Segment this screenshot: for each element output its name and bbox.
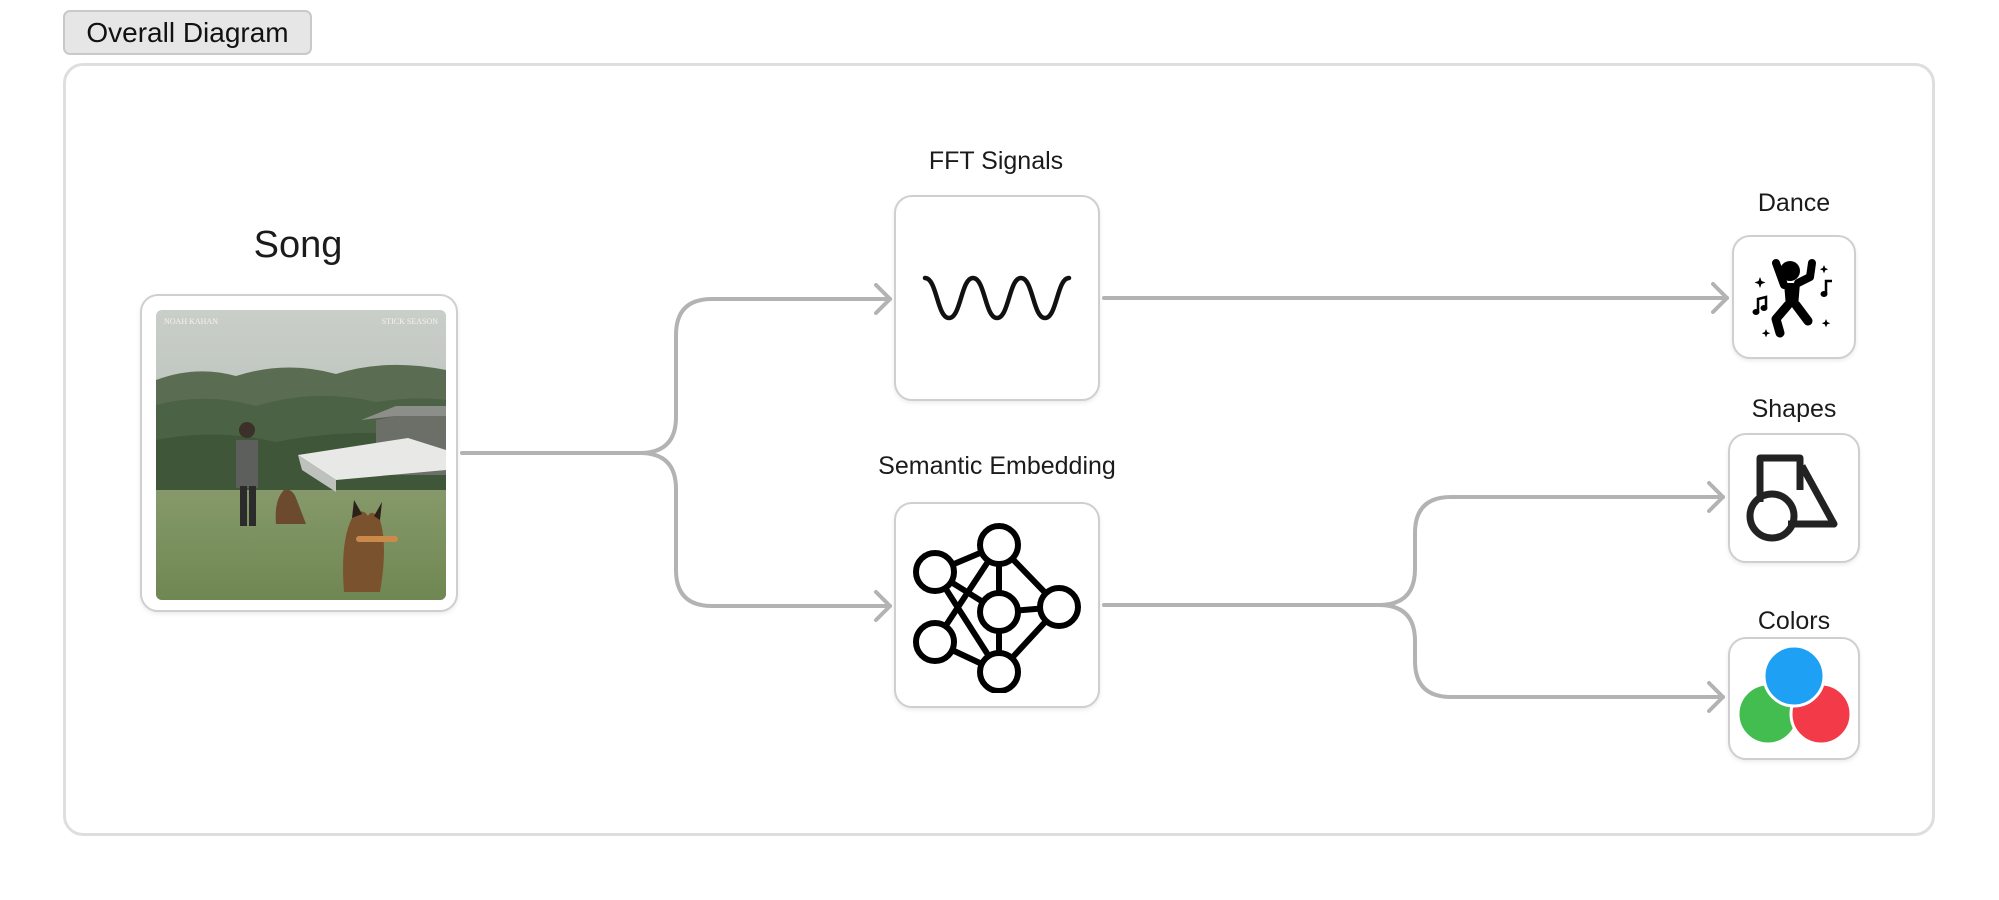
arrowhead-fft — [874, 283, 892, 315]
arrowhead-dance — [1711, 282, 1729, 314]
connector-embedding-shapes — [1102, 495, 1725, 607]
arrowhead-shapes — [1707, 481, 1725, 513]
album-artist-text: NOAH KAHAN — [164, 317, 218, 326]
arrowhead-embedding — [874, 590, 892, 622]
semantic-embedding-label: Semantic Embedding — [878, 452, 1116, 480]
connector-embedding-colors — [1377, 603, 1725, 699]
sine-wave-icon — [922, 275, 1072, 321]
neural-network-icon — [913, 523, 1081, 693]
fft-signals-card[interactable] — [894, 195, 1100, 401]
dancing-person-icon — [1752, 259, 1832, 338]
song-card[interactable]: NOAH KAHAN STICK SEASON — [140, 294, 458, 612]
arrowhead-colors — [1707, 681, 1725, 713]
color-circles-icon — [1736, 644, 1853, 745]
colors-label: Colors — [1757, 607, 1831, 635]
shapes-card[interactable] — [1728, 433, 1860, 563]
blue-circle — [1762, 644, 1826, 707]
album-title-text: STICK SEASON — [382, 317, 438, 326]
shapes-label: Shapes — [1751, 395, 1837, 423]
connector-song-embedding — [638, 451, 892, 608]
dance-label: Dance — [1757, 189, 1831, 217]
fft-signals-label: FFT Signals — [928, 147, 1064, 175]
overall-diagram-tab[interactable]: Overall Diagram — [63, 10, 312, 55]
dance-card[interactable] — [1732, 235, 1856, 359]
shapes-icon — [1746, 454, 1838, 542]
song-label: Song — [253, 224, 343, 266]
album-cover-image: NOAH KAHAN STICK SEASON — [156, 310, 446, 600]
colors-card[interactable] — [1728, 637, 1860, 760]
connector-song-fft — [460, 297, 892, 455]
semantic-embedding-card[interactable] — [894, 502, 1100, 708]
